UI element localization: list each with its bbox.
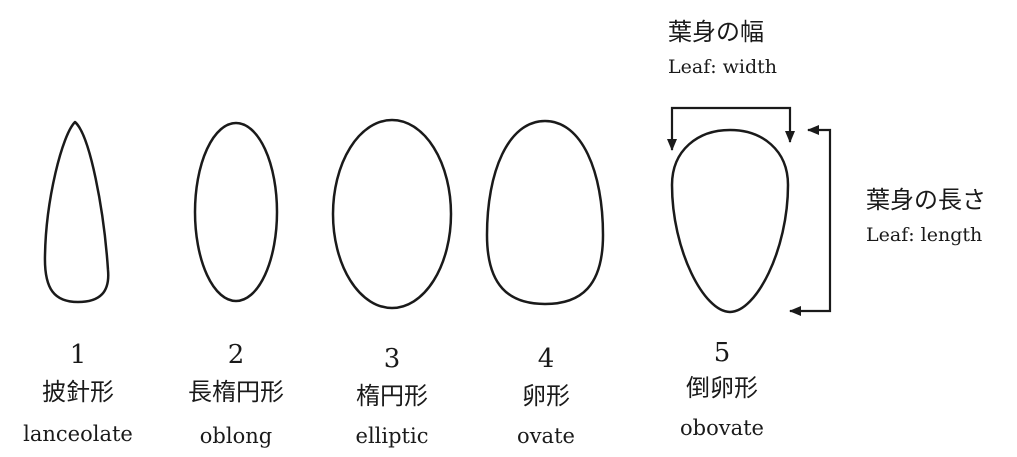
shape-5-name-ja: 倒卵形 [686, 374, 758, 402]
shape-1-name-ja: 披針形 [42, 378, 114, 406]
shape-1-name-en: lanceolate [23, 422, 133, 446]
shape-2-name-en: oblong [199, 424, 273, 448]
length-arrow-bottom [789, 180, 832, 316]
width-label-ja: 葉身の幅 [668, 18, 764, 46]
shape-3-number: 3 [383, 344, 401, 374]
length-label-ja: 葉身の長さ [866, 186, 986, 214]
length-annotation: 葉身の長さ Leaf: length [866, 188, 986, 245]
shape-4-number: 4 [537, 344, 555, 374]
width-annotation: 葉身の幅 Leaf: width [668, 20, 777, 77]
shape-4-name-ja: 卵形 [522, 382, 570, 410]
oblong-leaf-outline [193, 121, 279, 303]
shape-4-name-en: ovate [517, 424, 575, 448]
obovate-leaf-outline [670, 128, 790, 314]
lanceolate-leaf-outline [43, 120, 110, 304]
shape-2-name-ja: 長楕円形 [188, 378, 284, 406]
length-arrow-top [807, 125, 832, 180]
shape-2-number: 2 [227, 340, 245, 370]
elliptic-leaf-outline [331, 118, 453, 310]
width-arrow-right [730, 106, 795, 143]
shape-5-name-en: obovate [680, 416, 764, 440]
ovate-leaf-outline [485, 119, 605, 306]
shape-3-name-en: elliptic [355, 424, 429, 448]
length-label-en: Leaf: length [866, 224, 983, 246]
shape-1-number: 1 [69, 340, 87, 370]
width-label-en: Leaf: width [668, 56, 778, 78]
shape-5-number: 5 [713, 338, 731, 368]
width-arrow-left [667, 106, 730, 151]
shape-3-name-ja: 楕円形 [356, 382, 428, 410]
